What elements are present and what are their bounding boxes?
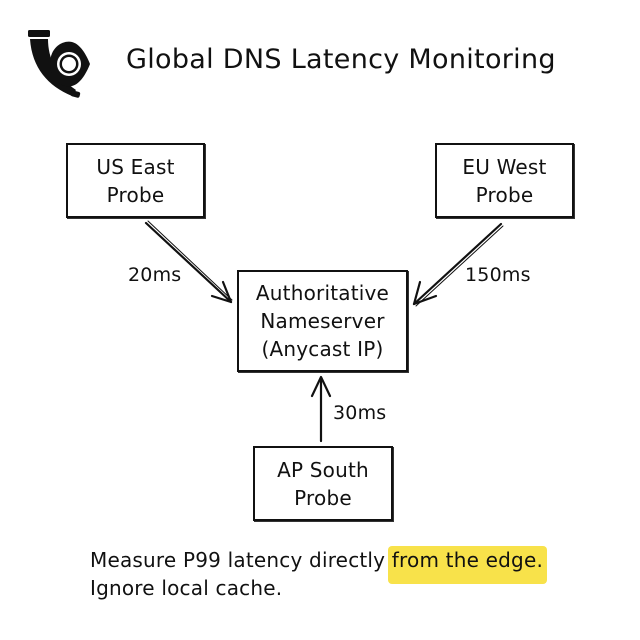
footnote-line-1: Measure P99 latency directly from the ed… — [90, 546, 548, 584]
arrow-ap-south-to-nameserver — [310, 375, 332, 443]
footnote: Measure P99 latency directly from the ed… — [90, 546, 548, 602]
highlighted-text: from the edge. — [387, 546, 548, 584]
node-label: AP South — [277, 457, 369, 482]
node-label: Nameserver — [260, 309, 385, 333]
node-label: Probe — [106, 182, 165, 207]
horn-eye-logo-icon — [28, 30, 90, 98]
edge-label-us-east-latency: 20ms — [128, 264, 182, 286]
node-label: Probe — [294, 485, 352, 510]
node-label: Probe — [475, 182, 534, 207]
node-label: Authoritative — [255, 281, 390, 305]
node-us-east-probe: US East Probe — [66, 143, 205, 218]
node-label: (Anycast IP) — [261, 337, 384, 361]
node-ap-south-probe: AP South Probe — [253, 446, 393, 521]
node-label: US East — [96, 154, 175, 179]
edge-label-eu-west-latency: 150ms — [465, 264, 531, 286]
arrow-us-east-to-nameserver — [144, 220, 233, 304]
node-authoritative-nameserver: Authoritative Nameserver (Anycast IP) — [237, 270, 408, 372]
node-eu-west-probe: EU West Probe — [435, 143, 574, 218]
footnote-line-2: Ignore local cache. — [90, 576, 283, 600]
edge-label-ap-south-latency: 30ms — [333, 402, 387, 424]
page-title: Global DNS Latency Monitoring — [126, 44, 556, 75]
footnote-text: Measure P99 latency directly — [90, 548, 392, 572]
node-label: EU West — [462, 154, 547, 179]
